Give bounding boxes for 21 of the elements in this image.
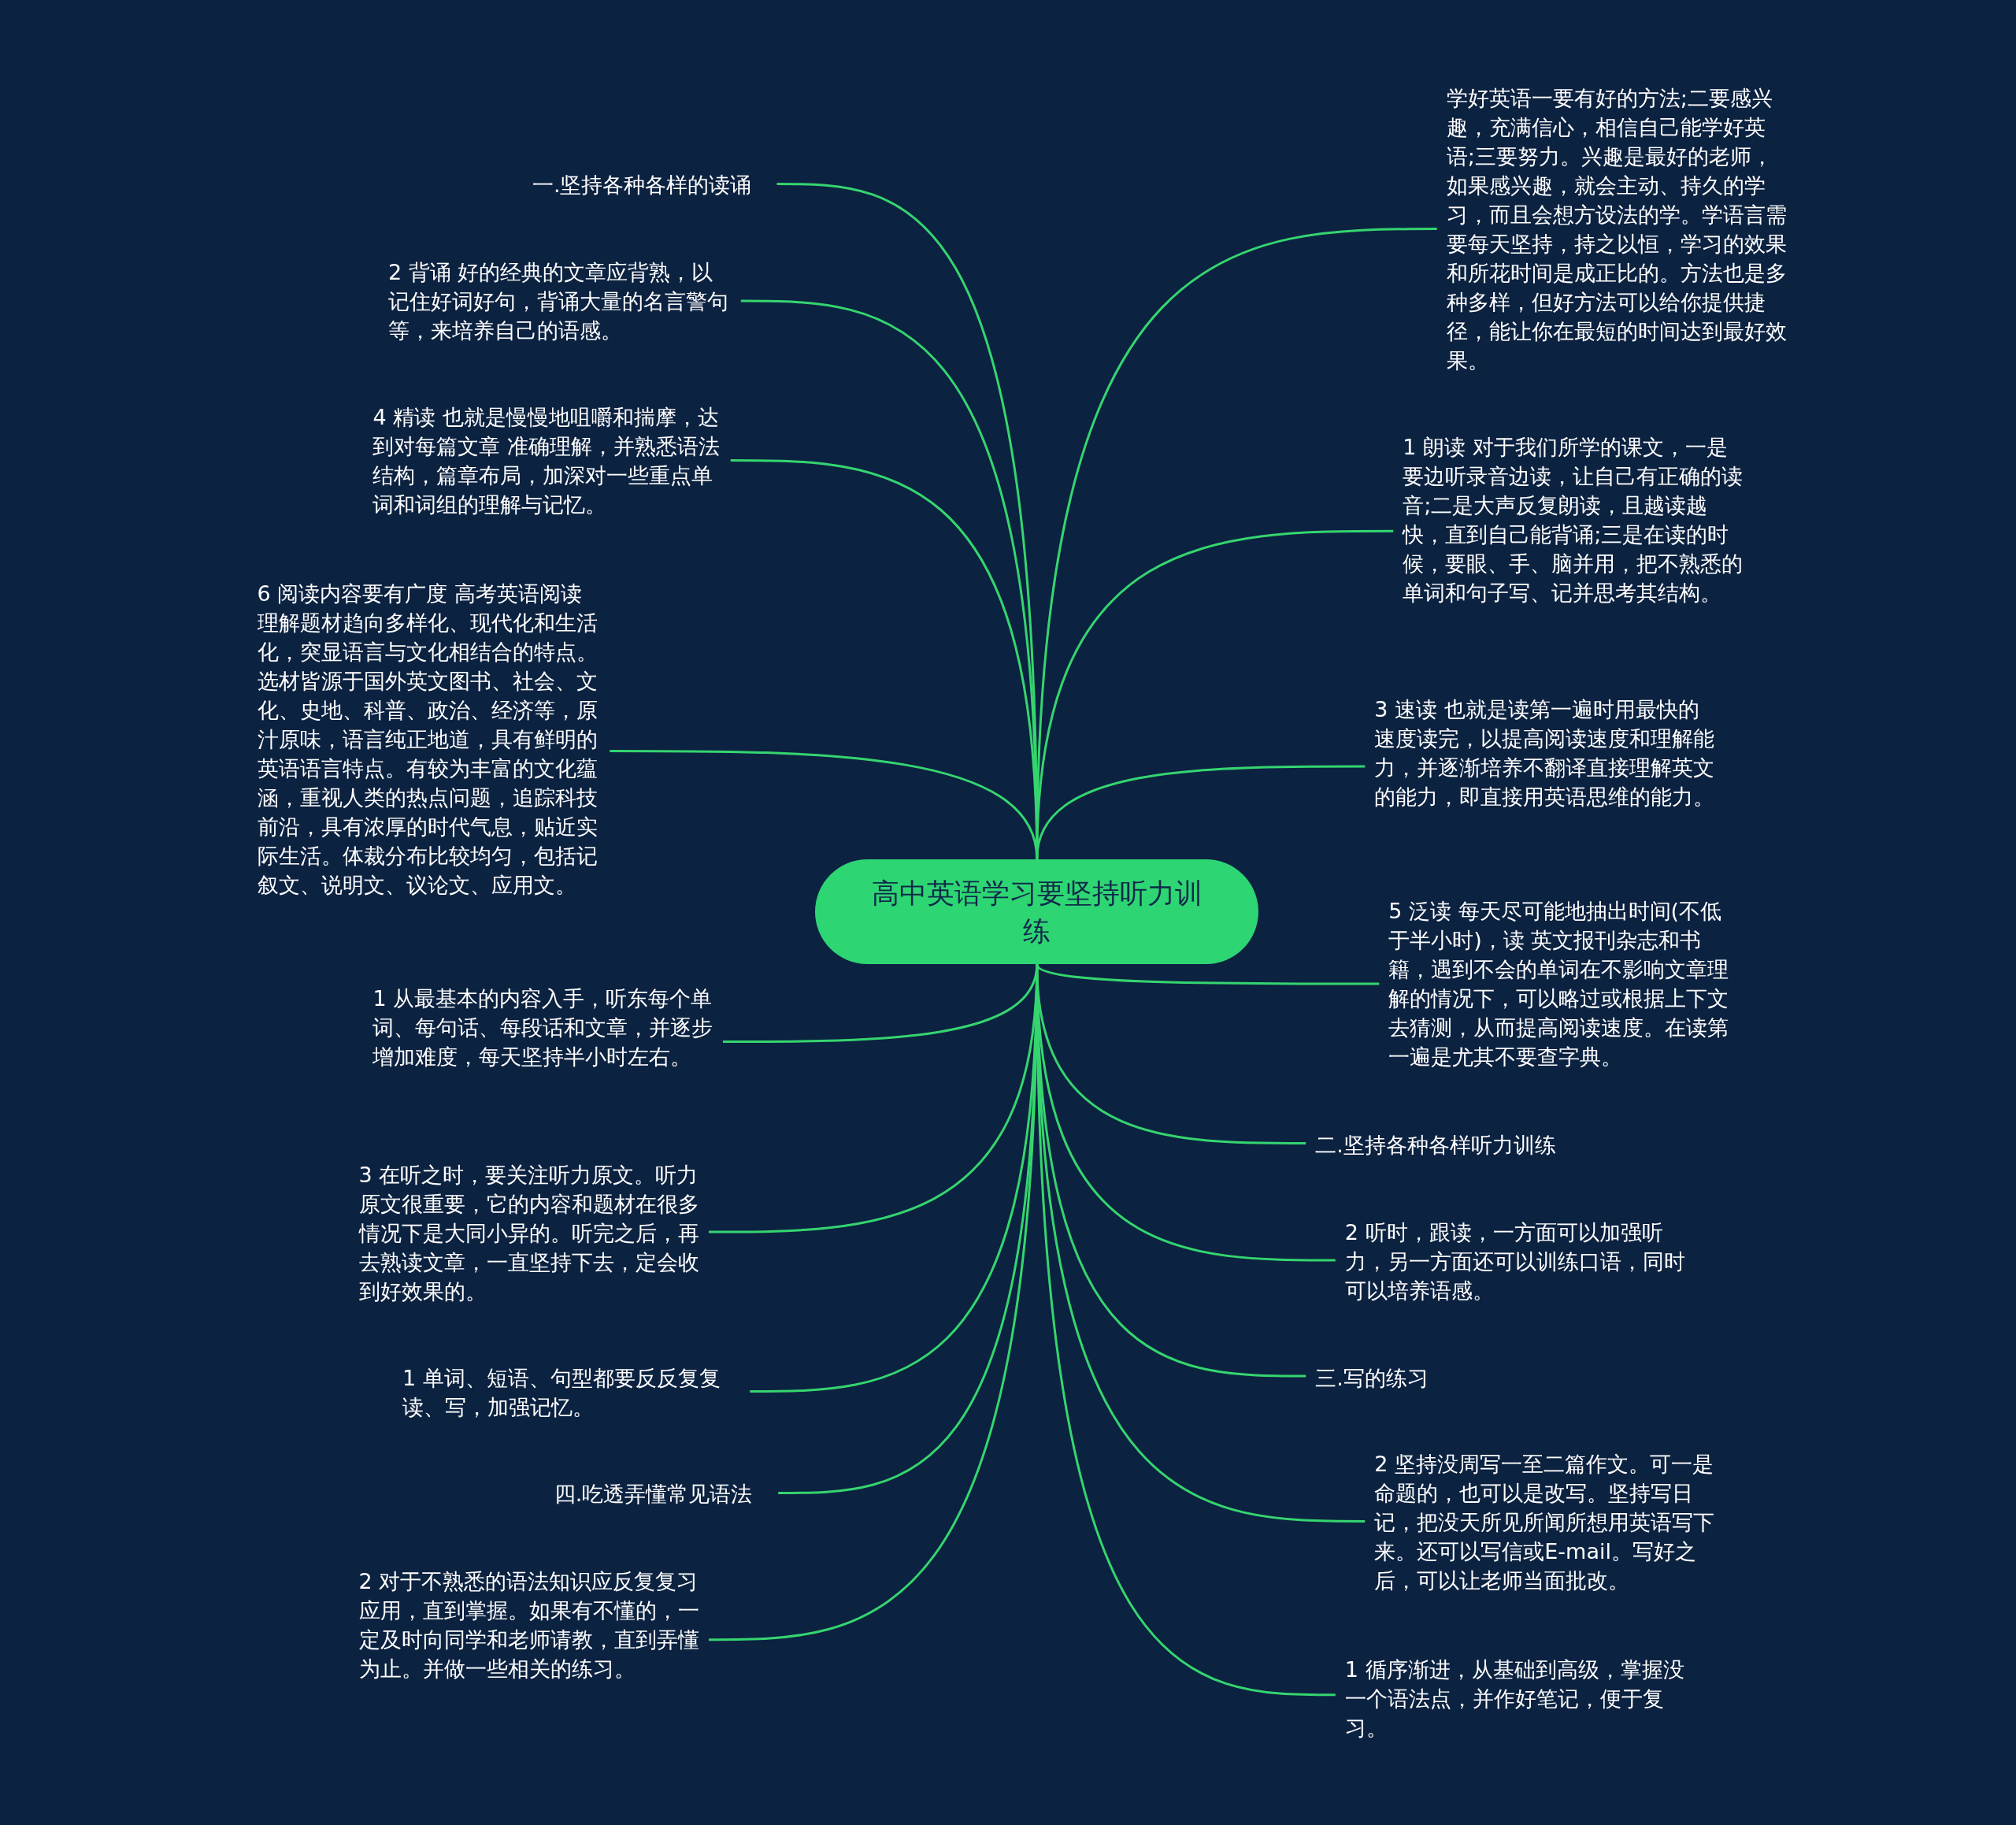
- branch-text: 2 坚持没周写一至二篇作文。可一是命题的，也可以是改写。坚持写日记，把没天所见所闻所想用英语写下来。还可以写信或E-mail。写好之后，可以让老师当面批改。: [1374, 1449, 1718, 1595]
- branch-text: 1 单词、短语、句型都要反反复复读、写，加强记忆。: [402, 1363, 741, 1422]
- connector-line: [1036, 963, 1380, 985]
- branch-text: 3 在听之时，要关注听力原文。听力原文很重要，它的内容和题材在很多情况下是大同小异的。听完之后，再去熟读文章，一直坚持下去，定会收到好效果的。: [358, 1159, 699, 1306]
- branch-text: 四.吃透弄懂常见语法: [554, 1478, 769, 1508]
- branch-text: 学好英语一要有好的方法;二要感兴趣，充满信心，相信自己能学好英语;三要努力。兴趣是最好的老师，如果感兴趣，就会主动、持久的学习，而且会想方设法的学。学语言需要每天坚持，持之以恒，学习的效果和所花时间是成正比的。方法也是多种多样，但好方法可以给你提供捷径，能让你在最短的时间达到最好效果。: [1446, 83, 1792, 376]
- branch-text: 1 从最基本的内容入手，听东每个单词、每句话、每段话和文章，并逐步增加难度，每天坚持半小时左右。: [372, 983, 713, 1071]
- branch-text: 2 对于不熟悉的语法知识应反复复习应用，直到掌握。如果有不懂的，一定及时向同学和老师请教，直到弄懂为止。并做一些相关的练习。: [358, 1566, 699, 1683]
- branch-text: 2 听时，跟读，一方面可以加强听力，另一方面还可以训练口语，同时可以培养语感。: [1344, 1218, 1686, 1306]
- branch-text: 一.坚持各种各样的读诵: [532, 169, 768, 199]
- branch-text: 二.坚持各种各样听力训练: [1315, 1130, 1574, 1160]
- central-topic: 高中英语学习要坚持听力训练: [815, 859, 1259, 965]
- branch-text: 1 循序渐进，从基础到高级，掌握没一个语法点，并作好笔记，便于复习。: [1344, 1655, 1686, 1743]
- branch-text: 1 朗读 对于我们所学的课文，一是要边听录音边读，让自己有正确的读音;二是大声反复朗读，且越读越快，直到自己能背诵;三是在读的时候，要眼、手、脑并用，把不熟悉的单词和句子写、记并思考其结构。: [1403, 432, 1749, 607]
- connector-line: [1036, 765, 1366, 859]
- branch-text: 三.写的练习: [1315, 1363, 1443, 1393]
- branch-text: 2 背诵 好的经典的文章应背熟，以记住好词好句，背诵大量的名言警句等，来培养自己的语感。: [388, 257, 732, 345]
- branch-text: 3 速读 也就是读第一遍时用最快的速度读完，以提高阅读速度和理解能力，并逐渐培养不翻译直接理解英文的能力，即直接用英语思维的能力。: [1374, 694, 1718, 811]
- branch-text: 5 泛读 每天尽可能地抽出时间(不低于半小时)，读 英文报刊杂志和书籍，遇到不会的单词在不影响文章理解的情况下，可以略过或根据上下文去猜测，从而提高阅读速度。在读第一遍是尤其不要查字典。: [1388, 896, 1740, 1071]
- branch-text: 4 精读 也就是慢慢地咀嚼和揣摩，达到对每篇文章 准确理解，并熟悉语法结构，篇章布局，加深对一些重点单词和词组的理解与记忆。: [372, 402, 721, 519]
- branch-text: 6 阅读内容要有广度 高考英语阅读理解题材趋向多样化、现代化和生活化，突显语言与文化相结合的特点。选材皆源于国外英文图书、社会、文化、史地、科普、政治、经济等，原汁原味，语言纯正地道，具有鲜明的英语语言特点。有较为丰富的文化蕴涵，重视人类的热点问题，追踪科技前沿，具有浓厚的时代气息，贴近实际生活。体裁分布比较均匀，包括记叙文、说明文、议论文、应用文。: [257, 578, 601, 900]
